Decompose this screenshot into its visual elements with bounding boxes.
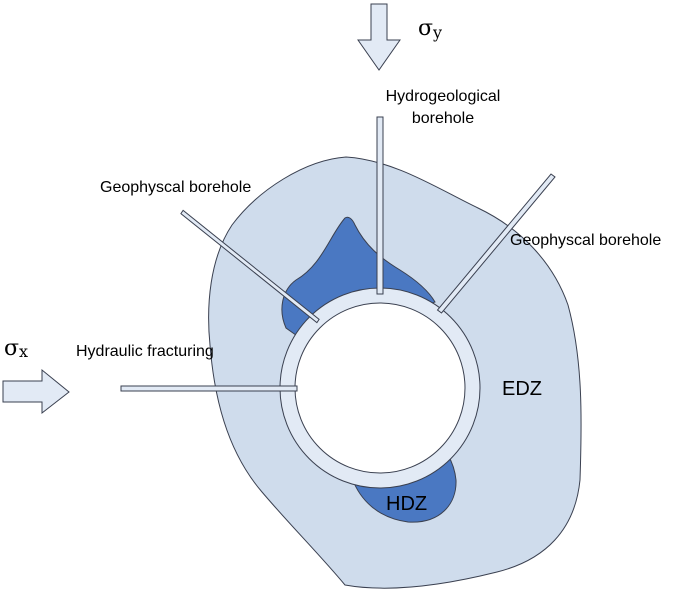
geophysical-borehole-left xyxy=(180,209,320,324)
hydrogeological-label-line2: borehole xyxy=(412,110,474,127)
hdz-label: HDZ xyxy=(386,493,427,515)
hydraulic-fracturing-borehole xyxy=(120,385,298,392)
geophysical-borehole-right xyxy=(436,173,556,314)
hydrogeological-borehole xyxy=(376,116,384,295)
geophysical-right-label: Geophyscal borehole xyxy=(510,232,661,249)
sigma-y-arrow xyxy=(357,3,401,71)
sigma-x-arrow xyxy=(2,368,70,415)
hydrogeological-label-line1: Hydrogeological xyxy=(386,88,501,105)
edz-label: EDZ xyxy=(502,378,542,400)
tunnel-opening xyxy=(294,302,466,474)
sigma-y-label: σy xyxy=(418,16,442,42)
geophysical-left-label: Geophyscal borehole xyxy=(100,179,251,196)
hydraulic-fracturing-label: Hydraulic fracturing xyxy=(76,343,214,360)
sigma-x-label: σx xyxy=(4,336,28,361)
